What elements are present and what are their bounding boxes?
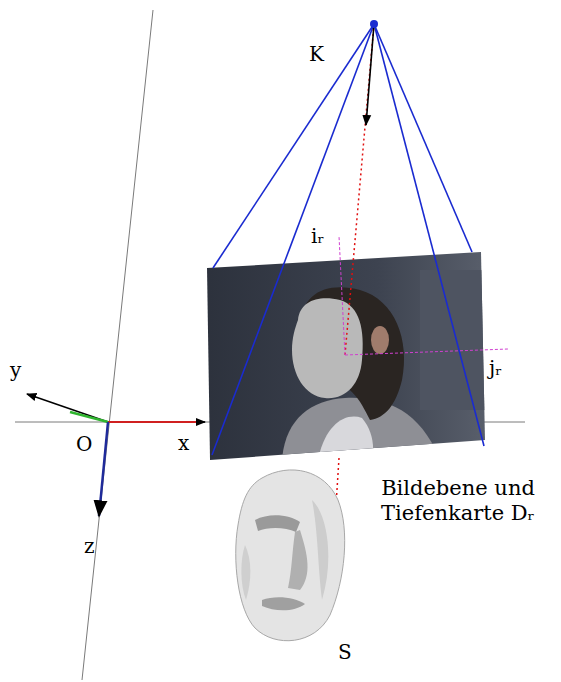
axis-label: y — [10, 358, 21, 382]
image-axis-label: jᵣ — [489, 356, 502, 380]
face-mouth — [262, 597, 305, 610]
photo-ear — [371, 326, 389, 354]
axis-label: x — [178, 431, 189, 455]
face-cheek — [241, 545, 250, 600]
frustum-line — [212, 24, 374, 455]
photo-shelf — [420, 270, 490, 410]
face-mask — [292, 298, 363, 398]
image-axis-i — [339, 236, 345, 355]
face-brow — [255, 515, 300, 532]
face-surface — [236, 470, 345, 641]
axis-label: z — [84, 534, 95, 558]
frustum-line — [213, 24, 374, 268]
camera-label: K — [309, 42, 324, 66]
z-axis — [99, 422, 108, 516]
image-plane — [200, 245, 495, 470]
face-nose — [288, 530, 308, 590]
photo-sweater — [282, 398, 440, 460]
x-axis — [108, 421, 200, 423]
image-axis-label: iᵣ — [311, 224, 324, 248]
y-axis-segment — [70, 412, 108, 422]
camera-center — [370, 20, 378, 28]
y-axis — [27, 394, 108, 422]
face-mesh — [236, 470, 345, 641]
axis-line — [82, 10, 153, 680]
principal-ray — [345, 24, 374, 355]
view-direction-arrow — [366, 24, 374, 125]
image-plane-label: Bildebene und Tiefenkarte Dᵣ — [368, 476, 548, 526]
photo-shirt — [318, 417, 373, 460]
frustum-line — [374, 24, 472, 252]
image-axis-j — [345, 349, 508, 355]
face-cheek — [312, 500, 328, 600]
frustum-line — [374, 24, 484, 446]
x-axis-arrow — [196, 421, 205, 423]
surface-label: S — [338, 640, 352, 664]
photo-background — [200, 245, 495, 470]
origin-label: O — [76, 432, 92, 456]
